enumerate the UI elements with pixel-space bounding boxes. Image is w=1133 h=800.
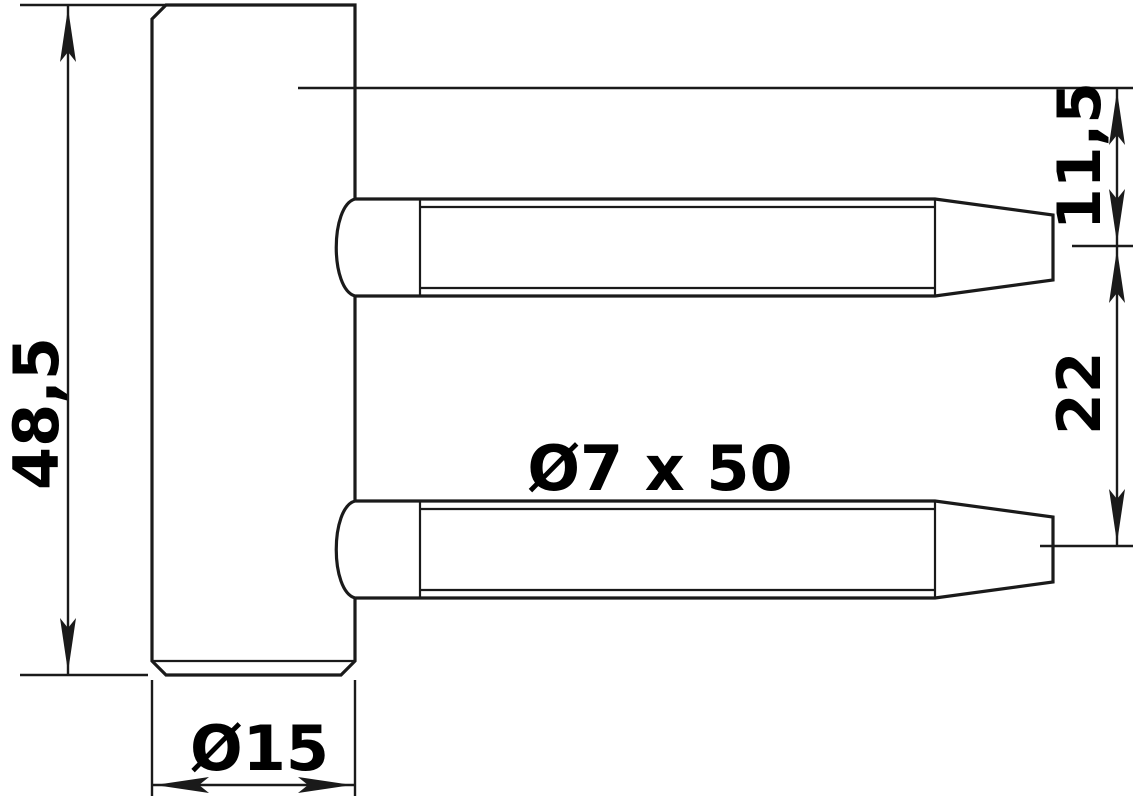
arrow-48-5-down bbox=[60, 618, 76, 672]
lower-pin-outline bbox=[334, 499, 1055, 600]
arrow-d15-right bbox=[298, 777, 352, 793]
dim-label-pin-spec: Ø7 x 50 bbox=[527, 432, 792, 505]
arrow-22-down bbox=[1109, 489, 1125, 543]
arrow-48-5-up bbox=[60, 8, 76, 62]
arrow-22-up bbox=[1109, 249, 1125, 303]
dim-label-11-5: 11,5 bbox=[1045, 82, 1115, 230]
upper-pin-outline bbox=[334, 197, 1055, 298]
dim-label-22: 22 bbox=[1045, 352, 1115, 436]
mounting-plate-outline bbox=[150, 3, 357, 677]
dim-label-d15: Ø15 bbox=[190, 712, 329, 785]
dim-label-48-5: 48,5 bbox=[0, 337, 73, 490]
arrow-11-5-down bbox=[1109, 189, 1125, 243]
arrow-d15-left bbox=[155, 777, 209, 793]
arrow-11-5-up bbox=[1109, 91, 1125, 145]
